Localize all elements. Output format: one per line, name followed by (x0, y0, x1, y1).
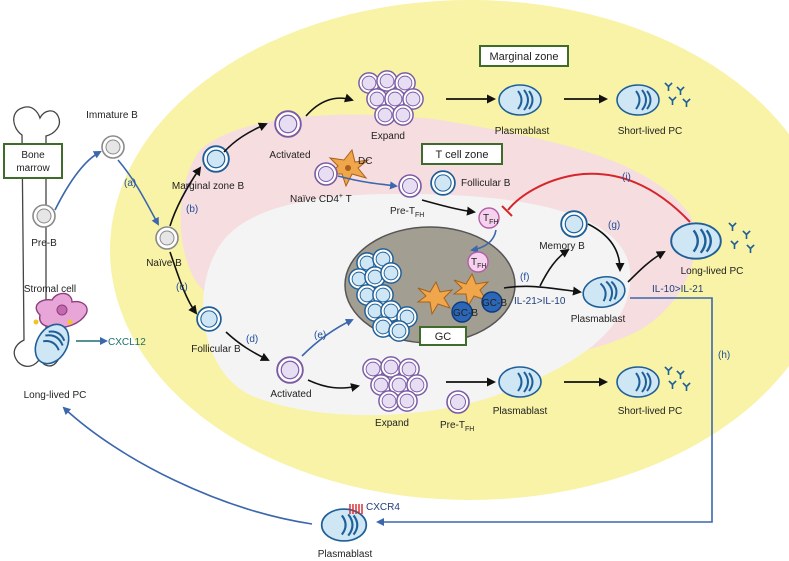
pre-tfh-top-label: Pre-TFH (390, 206, 424, 219)
expand-top-label: Expand (371, 131, 405, 142)
cxcr4-label: CXCR4 (366, 502, 400, 513)
short-lived-pc-top-label: Short-lived PC (618, 126, 682, 137)
naive-b-cell (155, 226, 179, 250)
gc-label: GC (435, 331, 452, 343)
short-lived-pc-bottom-label: Short-lived PC (618, 406, 682, 417)
stromal-cell-label: Stromal cell (24, 284, 76, 295)
arrow-a (117, 159, 159, 226)
pre-tfh-bottom-label: Pre-TFH (440, 420, 474, 433)
step-a: (a) (124, 178, 136, 189)
step-b: (b) (186, 204, 198, 215)
step-g: (g) (608, 220, 620, 231)
tfh-gc-cell (467, 251, 489, 273)
plasmablast-bottom-cell (498, 366, 542, 398)
plasmablast-top-cell (498, 84, 542, 116)
step-d: (d) (246, 334, 258, 345)
arrow-e (301, 318, 354, 357)
plasmablast-return-label: Plasmablast (318, 549, 373, 560)
arrow-tfh-to-gc (470, 229, 497, 253)
step-e: (e) (314, 330, 326, 341)
arrow-f-to-plasmablast (503, 285, 582, 296)
follicular-dc-icon (416, 272, 490, 316)
marginal-zone-b-label: Marginal zone B (172, 181, 245, 192)
il10-gt-il21-label: IL-10>IL-21 (652, 284, 704, 295)
tfh-label: TFH (483, 213, 498, 226)
activated-top-cell (274, 110, 302, 138)
pre-tfh-top-cell (398, 174, 422, 198)
step-f: (f) (520, 272, 529, 283)
naive-b-label: Naïve B (146, 258, 182, 269)
memory-b-cell (560, 210, 588, 238)
pre-tfh-bottom-cell (446, 390, 470, 414)
tfh-cell (478, 207, 500, 229)
gc-box: GC (419, 326, 467, 346)
dc-cell (328, 148, 370, 188)
gc-b-2-cell (481, 291, 503, 313)
activated-top-label: Activated (269, 150, 310, 161)
long-lived-pc-right-cell (670, 222, 722, 260)
gc-b-2-label: GC-B (482, 298, 507, 309)
arrow-pre-tfh-to-tfh (421, 199, 476, 216)
arrow-naive-t-to-pre-tfh (337, 175, 398, 190)
activated-bottom-label: Activated (270, 389, 311, 400)
arrow-activated-to-expand-top (305, 93, 354, 117)
immature-b-label: Immature B (86, 110, 138, 121)
arrow-f-to-memory (539, 248, 570, 287)
pre-b-cell (32, 204, 56, 228)
marginal-zone-box: Marginal zone (479, 45, 569, 67)
t-cell-zone-label: T cell zone (436, 149, 489, 161)
long-lived-pc-left-label: Long-lived PC (24, 390, 87, 401)
inhibition-bar (501, 205, 513, 217)
t-cell-zone-box: T cell zone (421, 143, 503, 165)
gc-b-1-cell (451, 301, 473, 323)
pre-b-label: Pre-B (31, 238, 57, 249)
step-h: (h) (718, 350, 730, 361)
follicular-b-left-label: Follicular B (191, 344, 241, 355)
cxcl12-label: CXCL12 (108, 337, 146, 348)
plasmablast-bottom-label: Plasmablast (493, 406, 548, 417)
il21-gt-il10-label: IL-21>IL-10 (514, 296, 566, 307)
arrow-c (169, 251, 198, 315)
immature-b-cell (101, 135, 125, 159)
plasmablast-mid-label: Plasmablast (571, 314, 626, 325)
follicular-b-top-label: Follicular B (461, 178, 511, 189)
step-i: (i) (622, 172, 631, 183)
tfh-gc-label: TFH (471, 257, 486, 270)
follicular-b-top-cell (430, 170, 456, 196)
gc-b-1-label: GC-B (453, 308, 478, 319)
memory-b-label: Memory B (539, 241, 585, 252)
long-lived-pc-right-label: Long-lived PC (681, 266, 744, 277)
arrow-d (225, 331, 270, 361)
arrow-h (376, 297, 713, 526)
dc-label: DC (358, 156, 372, 167)
arrow-return-to-bone-marrow (62, 406, 313, 525)
arrow-g (587, 223, 625, 272)
short-lived-pc-bottom-cell (616, 366, 660, 398)
naive-cd4-t-label: Naïve CD4+ T (290, 193, 352, 205)
plasmablast-top-label: Plasmablast (495, 126, 550, 137)
activated-bottom-cell (276, 356, 304, 384)
short-lived-pc-top-cell (616, 84, 660, 116)
marginal-zone-label: Marginal zone (489, 51, 558, 63)
arrow-preb-to-immature (54, 151, 102, 211)
follicular-b-left-cell (196, 306, 222, 332)
cxcr4-receptor-icon (349, 504, 363, 514)
arrow-b (169, 166, 202, 227)
inhibition-line-i (507, 172, 691, 223)
arrow-activated-to-expand-bottom (307, 379, 360, 392)
arrow-mzb-to-activated (223, 122, 268, 153)
expand-bottom-label: Expand (375, 418, 409, 429)
naive-cd4-t-cell (314, 162, 338, 186)
step-c: (c) (176, 282, 188, 293)
arrow-to-long-lived-pc (627, 251, 666, 283)
